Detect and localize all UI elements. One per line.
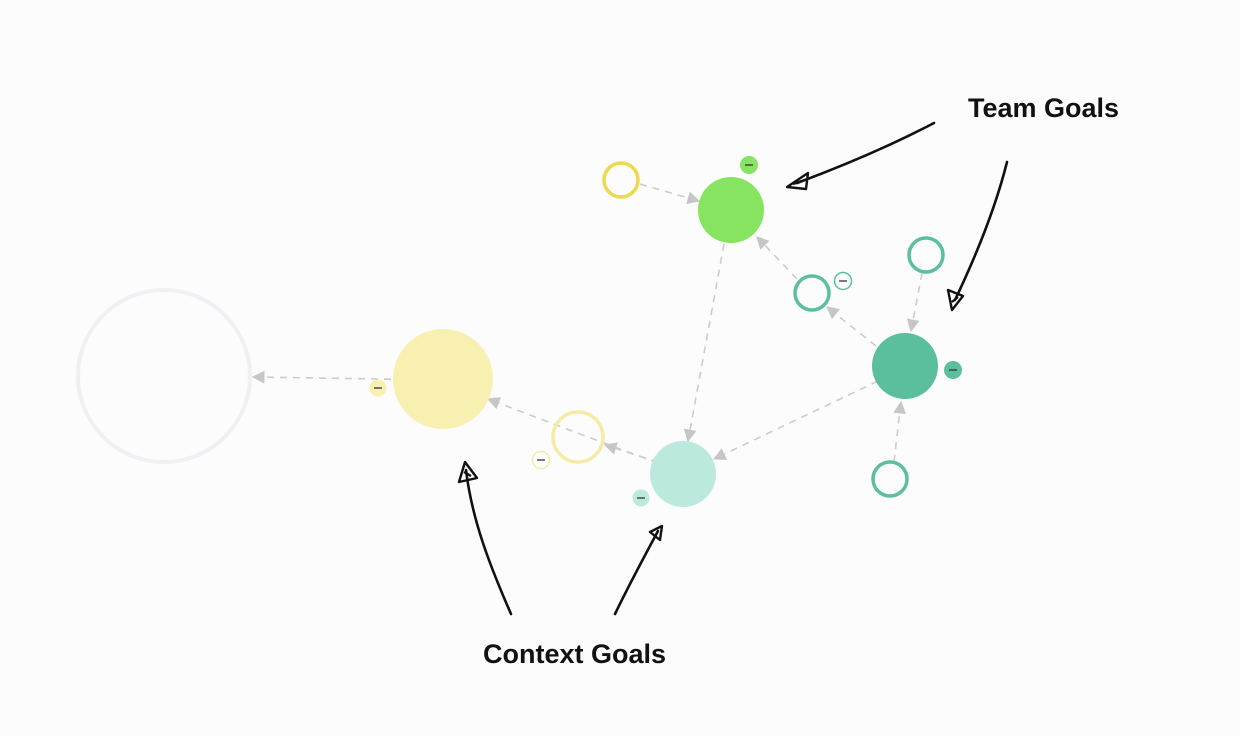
- context-goals-arrow-left: [457, 460, 513, 616]
- edge-green-to-teal-light: [683, 243, 725, 443]
- team-goals-arrow-left: [785, 121, 936, 191]
- minus-badge-icon[interactable]: [833, 271, 853, 291]
- goal-node-yellow-ring-light[interactable]: [551, 410, 605, 464]
- team-goal-node-teal[interactable]: [872, 333, 938, 399]
- minus-badge-icon[interactable]: [944, 361, 962, 379]
- minus-badge-icon[interactable]: [531, 450, 551, 470]
- context-goal-node-teal-light[interactable]: [650, 441, 716, 507]
- context-goals-arrow-right: [613, 524, 664, 616]
- minus-badge-icon[interactable]: [369, 379, 387, 397]
- goal-node-gray-ring[interactable]: [76, 288, 252, 464]
- edge-top-ring-to-teal: [906, 272, 923, 333]
- edge-yellow-ring-to-green: [639, 183, 701, 204]
- edges: [251, 183, 923, 473]
- edge-teal-to-teal-ring: [825, 306, 877, 347]
- minus-badge-icon[interactable]: [740, 156, 758, 174]
- team-goal-node-green[interactable]: [698, 177, 764, 243]
- edge-teal-light-to-yellow-light: [486, 397, 683, 473]
- edge-teal-ring-to-green: [756, 236, 798, 280]
- team-goals-label: Team Goals: [968, 93, 1119, 123]
- edge-bottom-ring-to-teal: [893, 400, 907, 463]
- team-goals-arrow-right: [946, 160, 1009, 312]
- nodes: [76, 161, 945, 507]
- goal-node-teal-ring-middle[interactable]: [793, 274, 831, 312]
- callout-arrows: [457, 121, 1009, 616]
- collapse-badges: [369, 156, 962, 507]
- edge-teal-to-teal-light: [712, 380, 879, 460]
- context-goal-node-yellow-large[interactable]: [393, 329, 493, 429]
- context-goals-label: Context Goals: [483, 639, 666, 669]
- minus-badge-icon[interactable]: [632, 489, 650, 507]
- goal-node-teal-ring-bottom[interactable]: [871, 460, 909, 498]
- goal-node-teal-ring-top[interactable]: [907, 236, 945, 274]
- goal-node-yellow-ring-small[interactable]: [602, 161, 640, 199]
